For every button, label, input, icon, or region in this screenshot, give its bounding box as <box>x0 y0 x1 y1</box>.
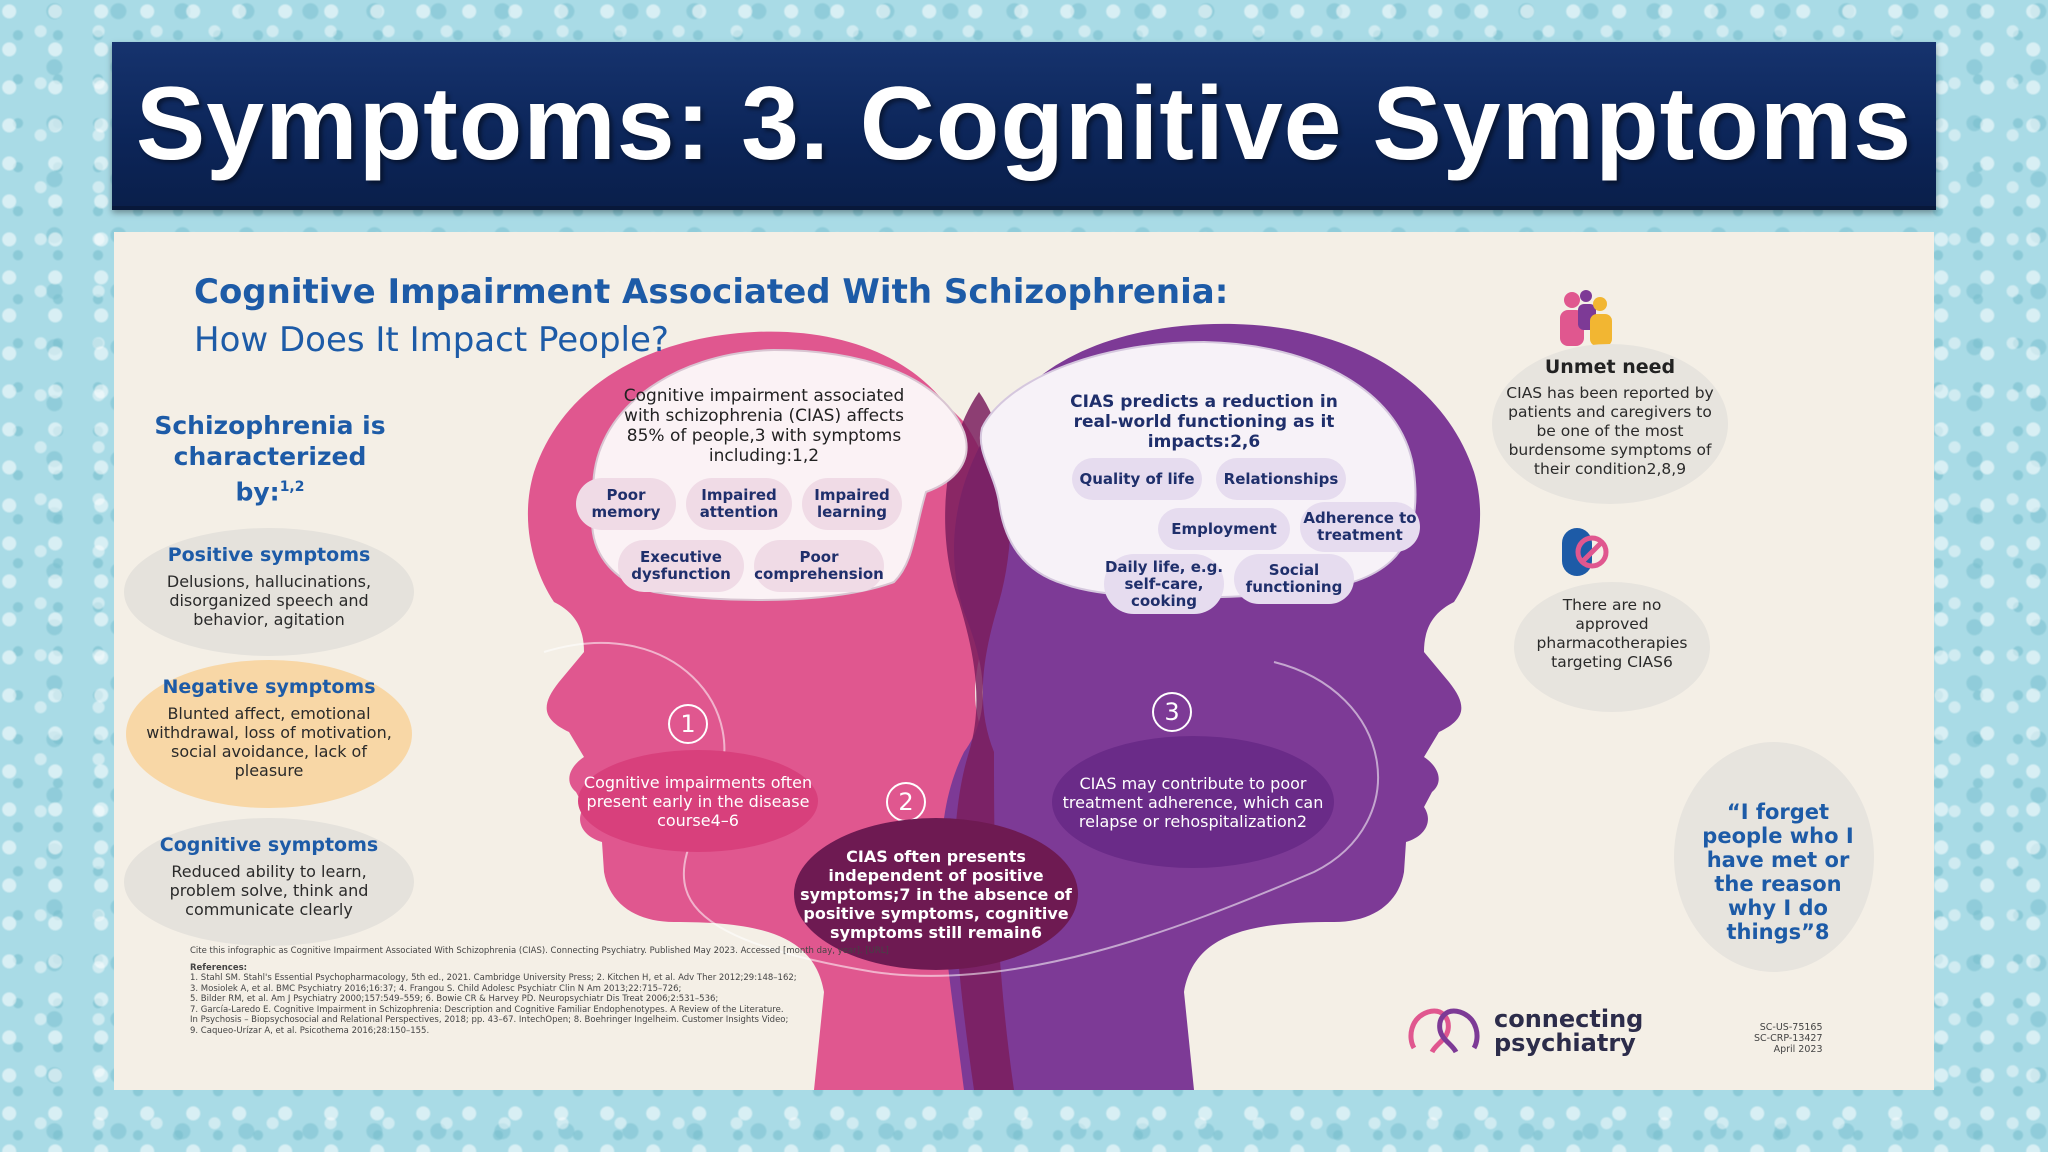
unmet-need-title: Unmet need <box>1544 356 1676 378</box>
unmet-need-body: CIAS has been reported by patients and c… <box>1506 384 1714 478</box>
pill-relationships: Relationships <box>1216 458 1346 500</box>
code-line: SC-CRP-13427 <box>1754 1033 1823 1044</box>
positive-symptoms-heading: Positive symptoms <box>167 544 371 566</box>
document-codes: SC-US-75165 SC-CRP-13427 April 2023 <box>1754 1022 1823 1055</box>
decorative-line <box>543 641 1379 977</box>
note-1-number: 1 <box>668 704 708 744</box>
note-3-text: CIAS may contribute to poor treatment ad… <box>1052 736 1334 868</box>
patient-quote: “I forget people who I have met or the r… <box>1702 800 1854 944</box>
reference-line: In Psychosis – Biopsychosocial and Relat… <box>190 1015 789 1025</box>
pill-adherence: Adherence to treatment <box>1300 502 1420 552</box>
cognitive-symptoms-body: Reduced ability to learn, problem solve,… <box>169 862 369 919</box>
reference-line: 9. Caqueo-Urízar A, et al. Psicothema 20… <box>190 1025 430 1036</box>
negative-symptoms-body: Blunted affect, emotional withdrawal, lo… <box>146 704 392 780</box>
logo-heads-icon <box>1408 1008 1480 1054</box>
no-approved-bubble <box>1514 582 1710 712</box>
pill-impaired-attention: Impaired attention <box>686 478 792 530</box>
pill-impaired-learning: Impaired learning <box>802 478 902 530</box>
positive-symptoms-box: Positive symptoms Delusions, hallucinati… <box>130 532 408 652</box>
pill-daily-life: Daily life, e.g. self-care, cooking <box>1104 554 1224 614</box>
note-1-text: Cognitive impairments often present earl… <box>578 750 818 852</box>
unmet-bubble <box>1492 344 1728 504</box>
note-2-text: CIAS often presents independent of posit… <box>794 818 1078 970</box>
unmet-need-block: Unmet need CIAS has been reported by pat… <box>1504 356 1716 479</box>
reference-line: 3. Mosiolek A, et al. BMC Psychiatry 201… <box>190 983 682 994</box>
pill-quality-of-life: Quality of life <box>1072 458 1202 500</box>
characterized-heading: Schizophrenia is characterized by:1,2 <box>150 410 390 507</box>
characterized-title: Schizophrenia is characterized by: <box>154 411 386 507</box>
reference-line: 5. Bilder RM, et al. Am J Psychiatry 200… <box>190 994 719 1004</box>
negative-symptoms-box: Negative symptoms Blunted affect, emotio… <box>130 664 408 804</box>
negative-symptoms-heading: Negative symptoms <box>162 676 376 698</box>
cognitive-symptoms-heading: Cognitive symptoms <box>159 834 379 856</box>
cite-text: Cite this infographic as Cognitive Impai… <box>190 946 889 956</box>
left-brain-intro: Cognitive impairment associated with sch… <box>623 386 905 466</box>
note-2-number: 2 <box>886 782 926 822</box>
code-line: SC-US-75165 <box>1759 1022 1823 1033</box>
poster-title-line2: How Does It Impact People? <box>194 320 669 360</box>
logo-line1: connecting <box>1494 1005 1644 1033</box>
connecting-psychiatry-logo: connecting psychiatry <box>1406 1004 1643 1058</box>
no-pill-icon <box>1562 528 1609 576</box>
pill-employment: Employment <box>1158 508 1290 550</box>
references-block: Cite this infographic as Cognitive Impai… <box>190 946 910 1036</box>
logo-line2: psychiatry <box>1494 1029 1636 1057</box>
references-heading: References: <box>190 962 248 973</box>
negative-bubble <box>126 660 412 808</box>
poster-title-line1: Cognitive Impairment Associated With Sch… <box>194 272 1229 312</box>
right-brain-intro: CIAS predicts a reduction in real-world … <box>1070 392 1338 452</box>
left-brain-area <box>591 348 968 602</box>
reference-line: 1. Stahl SM. Stahl's Essential Psychopha… <box>190 973 797 983</box>
cognitive-symptoms-box: Cognitive symptoms Reduced ability to le… <box>130 822 408 942</box>
slide-title: Symptoms: 3. Cognitive Symptoms <box>135 65 1913 182</box>
no-approved-text: There are no approved pharmacotherapies … <box>1536 596 1688 671</box>
pill-poor-memory: Poor memory <box>576 478 676 530</box>
cognitive-bubble <box>124 818 414 946</box>
note-3-number: 3 <box>1152 692 1192 732</box>
pill-poor-comprehension: Poor comprehension <box>754 540 884 592</box>
quote-bubble <box>1674 742 1874 972</box>
poster-title: Cognitive Impairment Associated With Sch… <box>194 272 1228 360</box>
positive-symptoms-body: Delusions, hallucinations, disorganized … <box>166 572 372 629</box>
positive-bubble <box>124 528 414 656</box>
slide-title-banner: Symptoms: 3. Cognitive Symptoms <box>112 42 1936 210</box>
reference-line: 7. García-Laredo E. Cognitive Impairment… <box>190 1004 784 1015</box>
infographic-poster: Cognitive Impairment Associated With Sch… <box>114 232 1934 1090</box>
people-icon <box>1560 290 1612 346</box>
pill-social-functioning: Social functioning <box>1234 554 1354 604</box>
pill-executive-dysfunction: Executive dysfunction <box>618 540 744 592</box>
code-line: April 2023 <box>1773 1044 1823 1055</box>
characterized-refs: 1,2 <box>279 479 305 495</box>
